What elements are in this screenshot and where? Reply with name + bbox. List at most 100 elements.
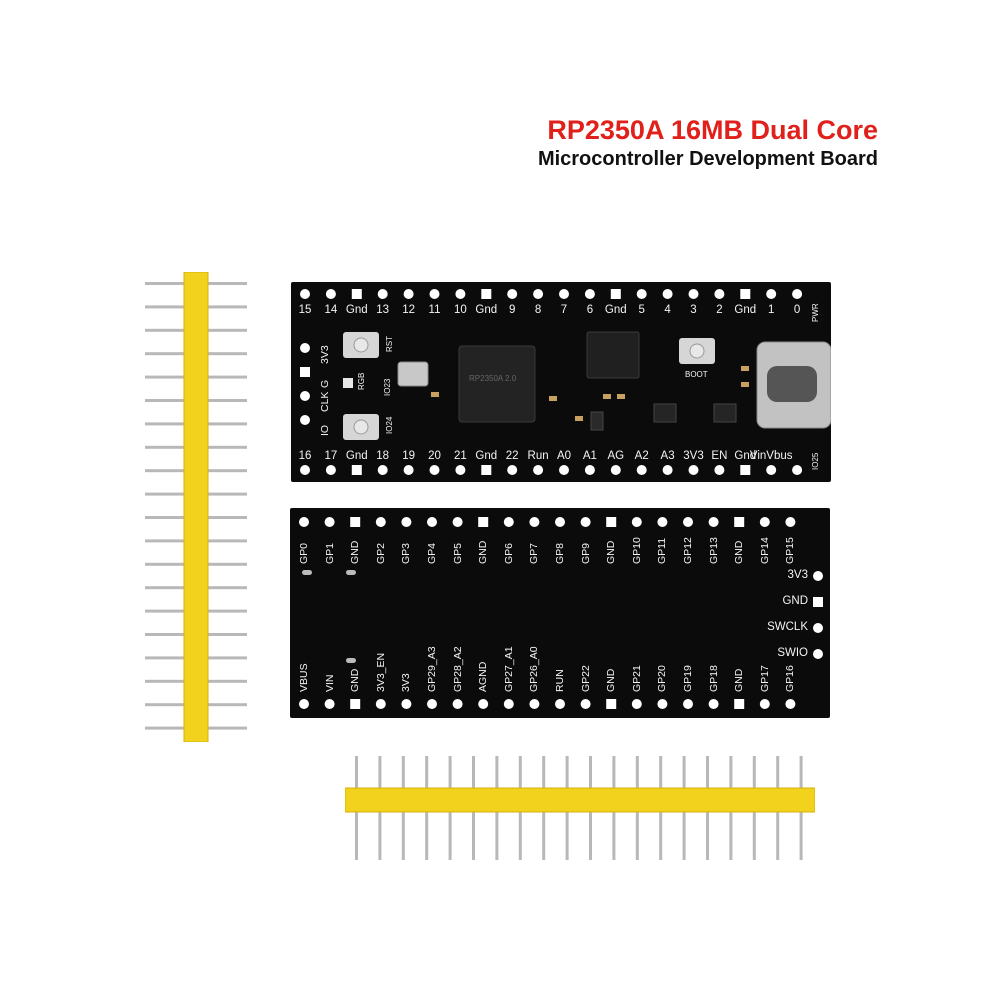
gpio-top-pin-label: GP10 — [630, 537, 643, 564]
silk-boot: BOOT — [685, 370, 708, 379]
pin-pad — [813, 623, 823, 633]
pin-pad — [325, 465, 336, 475]
title-line-1: RP2350A 16MB Dual Core — [547, 115, 878, 145]
board-top-graphics — [300, 289, 831, 475]
top-pin-label: Gnd — [345, 304, 368, 316]
pin-pad — [657, 699, 668, 709]
horizontal-pin-header — [344, 756, 816, 860]
bottom-pin-label: 21 — [453, 450, 467, 462]
top-pin-label: 14 — [324, 304, 338, 316]
pin-pad — [555, 517, 565, 527]
gpio-bottom-pin-label: GP20 — [656, 665, 669, 692]
solder-pad — [302, 570, 312, 575]
pin-pad — [636, 465, 647, 475]
top-pin-label: Gnd — [604, 304, 627, 316]
pin-pad — [324, 699, 335, 709]
gpio-top-pin-label: GP9 — [579, 542, 592, 564]
gpio-bottom-pin-label: 3V3_EN — [374, 652, 387, 692]
silk-io23: IO23 — [383, 378, 392, 396]
pin-pad-square — [610, 289, 621, 299]
gpio-bottom-pin-label: RUN — [554, 669, 566, 692]
pin-pad — [708, 517, 719, 527]
pin-pad — [610, 465, 621, 475]
top-pin-label: 11 — [428, 304, 441, 316]
gpio-bottom-pin-label: GP19 — [682, 665, 694, 692]
header-plastic-strip — [344, 787, 816, 813]
bottom-pin-label: AG — [607, 450, 625, 462]
top-pin-label: Gnd — [475, 304, 498, 316]
crystal — [397, 361, 429, 387]
pin-pad-square — [481, 289, 492, 299]
gpio-top-pin-label: GP12 — [682, 537, 694, 564]
pin-pad-square — [734, 517, 745, 527]
pin-pad — [683, 699, 693, 709]
bottom-pin-label: Gnd — [734, 450, 757, 462]
pin-pad — [636, 289, 647, 299]
silk-rst: RST — [385, 336, 394, 352]
pin-pad — [792, 289, 803, 299]
pin-pad — [766, 289, 777, 299]
vertical-pin-header-graphic — [145, 271, 247, 743]
pin-pad — [759, 517, 770, 527]
pin-pad — [631, 699, 642, 709]
pin-pad-square — [350, 699, 361, 709]
pin-pad — [403, 289, 414, 299]
pin-pad — [580, 517, 591, 527]
top-pin-label: 13 — [376, 304, 390, 316]
bottom-pin-label: A0 — [556, 450, 572, 462]
top-pin-label: 12 — [402, 304, 415, 316]
pin-pad-square — [740, 465, 751, 475]
top-pin-label: 0 — [793, 304, 801, 316]
pin-pad — [478, 699, 489, 709]
pin-pad — [529, 517, 540, 527]
left-debug-pin-label: IO — [319, 424, 331, 436]
pin-pad — [559, 465, 569, 475]
pin-pad — [683, 517, 693, 527]
top-pin-label: 9 — [508, 304, 516, 316]
pin-pad — [401, 517, 412, 527]
top-pin-label: 8 — [534, 304, 542, 316]
gpio-bottom-pin-label: GND — [349, 668, 362, 692]
title-line-2: Microcontroller Development Board — [537, 148, 878, 170]
gpio-top-pin-label: GP14 — [758, 537, 771, 564]
bottom-pin-label: 19 — [402, 450, 415, 462]
pin-pad — [427, 699, 437, 709]
pin-pad — [657, 517, 668, 527]
silk-pwr: PWR — [811, 303, 820, 322]
gpio-top-pin-label: GP4 — [426, 542, 438, 564]
bottom-pin-label: 18 — [376, 450, 390, 462]
solder-pad — [346, 658, 356, 663]
gpio-top-pin-label: GND — [477, 540, 490, 564]
pin-pad — [533, 465, 544, 475]
pin-pad — [325, 289, 336, 299]
pin-pad — [455, 289, 466, 299]
debug-pin-label: GND — [782, 595, 808, 607]
gpio-top-pin-label: GP5 — [451, 542, 464, 564]
gpio-bottom-pin-label: GND — [733, 668, 746, 692]
pin-pad — [300, 391, 310, 401]
bottom-pin-label: A3 — [660, 450, 675, 462]
pin-pad — [813, 571, 823, 581]
pin-pad — [503, 699, 514, 709]
pin-pad — [688, 289, 699, 299]
pin-pad — [452, 517, 463, 527]
gpio-bottom-pin-label: GND — [605, 668, 618, 692]
gpio-bottom-pin-label: GP26_A0 — [528, 646, 541, 692]
pin-pad — [377, 289, 388, 299]
bottom-pin-label: VinVbus — [749, 450, 793, 462]
gpio-top-pin-label: GP7 — [528, 542, 541, 564]
gpio-bottom-pin-label: GP18 — [707, 665, 720, 692]
bottom-pin-label: Run — [527, 450, 549, 462]
pin-pad — [584, 289, 595, 299]
horizontal-pin-header-graphic — [344, 756, 816, 860]
pin-pad — [300, 289, 310, 299]
board-bottom-graphics — [299, 517, 823, 709]
pin-pad — [452, 699, 463, 709]
bottom-pin-label: Gnd — [345, 450, 368, 462]
pin-pad — [580, 699, 591, 709]
bottom-pin-label: 17 — [324, 450, 338, 462]
pin-pad-square — [351, 465, 362, 475]
bottom-pin-label: A2 — [634, 450, 649, 462]
pin-pad — [427, 517, 437, 527]
header-plastic-strip — [183, 271, 209, 743]
